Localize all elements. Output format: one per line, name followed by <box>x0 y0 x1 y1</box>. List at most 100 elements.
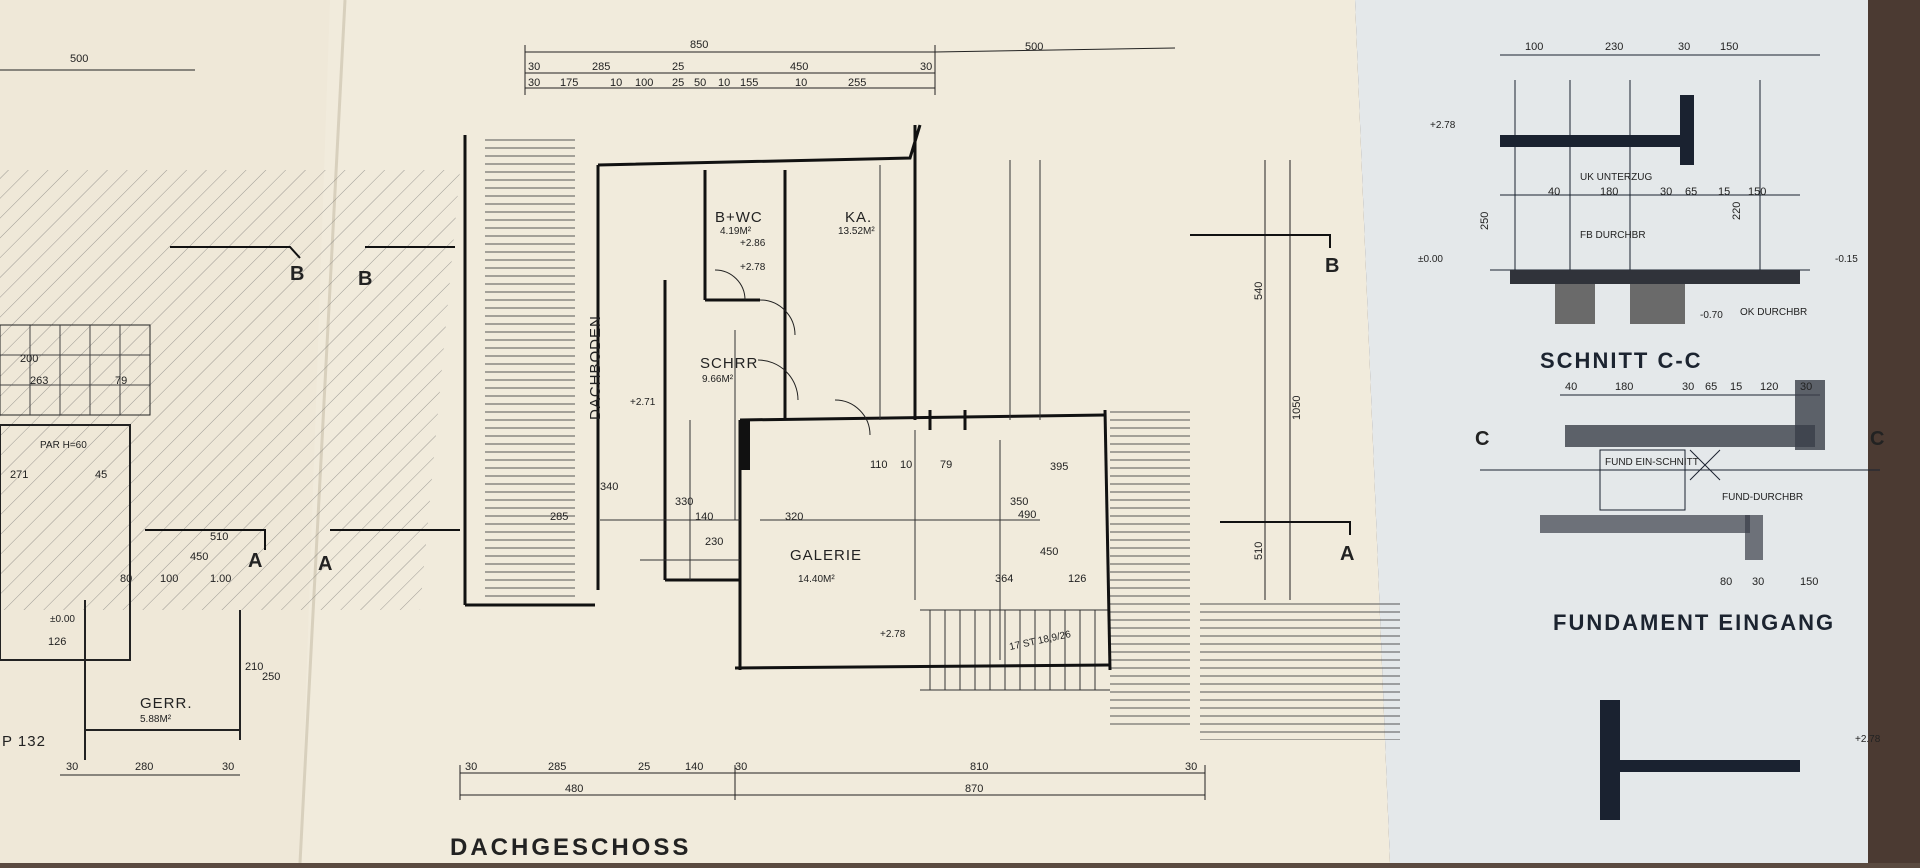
svg-text:450: 450 <box>190 551 208 563</box>
cc-vert-220: 220 <box>1731 202 1743 220</box>
cc-level-278: +2.78 <box>1430 120 1456 131</box>
foundation-label-einschnitt: FUND EIN-SCHNITT <box>1605 457 1699 468</box>
left-dims: 200 263 79 271 45 100 1.00 80 126 450 51… <box>10 353 280 683</box>
svg-text:30: 30 <box>1752 576 1764 588</box>
svg-text:271: 271 <box>10 469 28 481</box>
svg-text:285: 285 <box>592 61 610 73</box>
cc-beam <box>1680 95 1694 165</box>
svg-text:490: 490 <box>1018 509 1036 521</box>
cc-ground <box>1510 270 1800 284</box>
svg-text:30: 30 <box>1800 381 1812 393</box>
cc-label-ok: OK DURCHBR <box>1740 307 1807 318</box>
section-cc-title: SCHNITT C-C <box>1540 348 1703 373</box>
top-left-dimension: 500 <box>70 53 88 65</box>
left-level-label: ±0.00 <box>50 614 75 625</box>
left-bottom-dims: 30 280 30 <box>60 761 240 776</box>
section-a-right: A <box>1340 543 1354 565</box>
section-lines-right <box>1190 234 1351 535</box>
svg-text:25: 25 <box>638 761 650 773</box>
svg-text:30: 30 <box>1678 41 1690 53</box>
top-row1-dims: 30 285 25 450 30 <box>528 61 932 73</box>
svg-text:180: 180 <box>1615 381 1633 393</box>
foundation-title: FUNDAMENT EINGANG <box>1553 610 1835 635</box>
svg-text:450: 450 <box>790 61 808 73</box>
cc-vert-250: 250 <box>1479 212 1491 230</box>
interior-dim-lines <box>600 160 1041 660</box>
vert-dim-510: 510 <box>1253 542 1265 560</box>
center-misc-dims: 320 395 364 490 450 350 126 110 10 79 34… <box>550 459 1086 585</box>
roof-rafters-bottom <box>1200 600 1400 740</box>
svg-text:250: 250 <box>262 671 280 683</box>
top-total-dimension: 850 <box>690 39 708 51</box>
room-ka-area: 13.52M² <box>838 226 875 237</box>
svg-text:330: 330 <box>675 496 693 508</box>
svg-text:65: 65 <box>1685 186 1697 198</box>
svg-text:110: 110 <box>870 459 888 471</box>
svg-text:180: 180 <box>1600 186 1618 198</box>
svg-text:30: 30 <box>1682 381 1694 393</box>
svg-text:25: 25 <box>672 77 684 89</box>
section-c-left: C <box>1475 428 1489 450</box>
svg-text:200: 200 <box>20 353 38 365</box>
svg-text:30: 30 <box>735 761 747 773</box>
svg-text:450: 450 <box>1040 546 1058 558</box>
svg-text:30: 30 <box>222 761 234 773</box>
svg-text:1.00: 1.00 <box>210 573 231 585</box>
svg-text:30: 30 <box>528 77 540 89</box>
foundation-wall <box>1795 380 1825 450</box>
section-c-right: C <box>1870 428 1884 450</box>
svg-text:10: 10 <box>795 77 807 89</box>
svg-text:79: 79 <box>115 375 127 387</box>
svg-text:65: 65 <box>1705 381 1717 393</box>
svg-text:350: 350 <box>1010 496 1028 508</box>
level-286: +2.86 <box>740 238 766 249</box>
svg-text:395: 395 <box>1050 461 1068 473</box>
foundation-bottom-dims: 80 30 150 <box>1720 576 1818 588</box>
room-gerr-label: GERR. <box>140 695 193 712</box>
svg-text:263: 263 <box>30 375 48 387</box>
room-dachboden-label: DACHBODEN <box>587 315 604 420</box>
svg-text:480: 480 <box>565 783 583 795</box>
chimney <box>740 420 750 470</box>
svg-text:340: 340 <box>600 481 618 493</box>
svg-text:45: 45 <box>95 469 107 481</box>
foundation-label-durchbr: FUND-DURCHBR <box>1722 492 1803 503</box>
svg-text:285: 285 <box>550 511 568 523</box>
cc-level-015: -0.15 <box>1835 254 1858 265</box>
top-right-dimension: 500 <box>1025 41 1043 53</box>
room-par-label: PAR H=60 <box>40 440 87 451</box>
svg-text:230: 230 <box>1605 41 1623 53</box>
svg-text:255: 255 <box>848 77 866 89</box>
svg-text:40: 40 <box>1548 186 1560 198</box>
bottom-row1-dims: 30 285 25 140 30 810 30 <box>465 761 1197 773</box>
room-schrr-label: SCHRR <box>700 355 758 372</box>
section-a-left: A <box>248 550 262 572</box>
cc-mid-dims: 40 180 30 65 15 150 <box>1548 186 1766 198</box>
room-galerie-label: GALERIE <box>790 547 862 564</box>
svg-text:126: 126 <box>1068 573 1086 585</box>
svg-text:100: 100 <box>1525 41 1543 53</box>
svg-text:364: 364 <box>995 573 1013 585</box>
svg-text:510: 510 <box>210 531 228 543</box>
bottom-dim-chains <box>459 765 1206 800</box>
room-ka-label: KA. <box>845 209 872 226</box>
detail-slab <box>1600 760 1800 772</box>
svg-text:30: 30 <box>465 761 477 773</box>
roof-rafters-right <box>1110 410 1190 730</box>
svg-text:285: 285 <box>548 761 566 773</box>
svg-text:25: 25 <box>672 61 684 73</box>
level-278: +2.78 <box>740 262 766 273</box>
svg-text:30: 30 <box>1185 761 1197 773</box>
cc-top-dims: 100 230 30 150 <box>1525 41 1738 53</box>
svg-text:10: 10 <box>718 77 730 89</box>
svg-text:80: 80 <box>120 573 132 585</box>
svg-text:280: 280 <box>135 761 153 773</box>
svg-text:320: 320 <box>785 511 803 523</box>
cc-level-000: ±0.00 <box>1418 254 1443 265</box>
room-gerr-area: 5.88M² <box>140 714 172 725</box>
section-b-left2: B <box>358 268 372 290</box>
svg-text:870: 870 <box>965 783 983 795</box>
door-swings <box>714 269 871 436</box>
right-vertical-dims <box>1264 160 1291 600</box>
